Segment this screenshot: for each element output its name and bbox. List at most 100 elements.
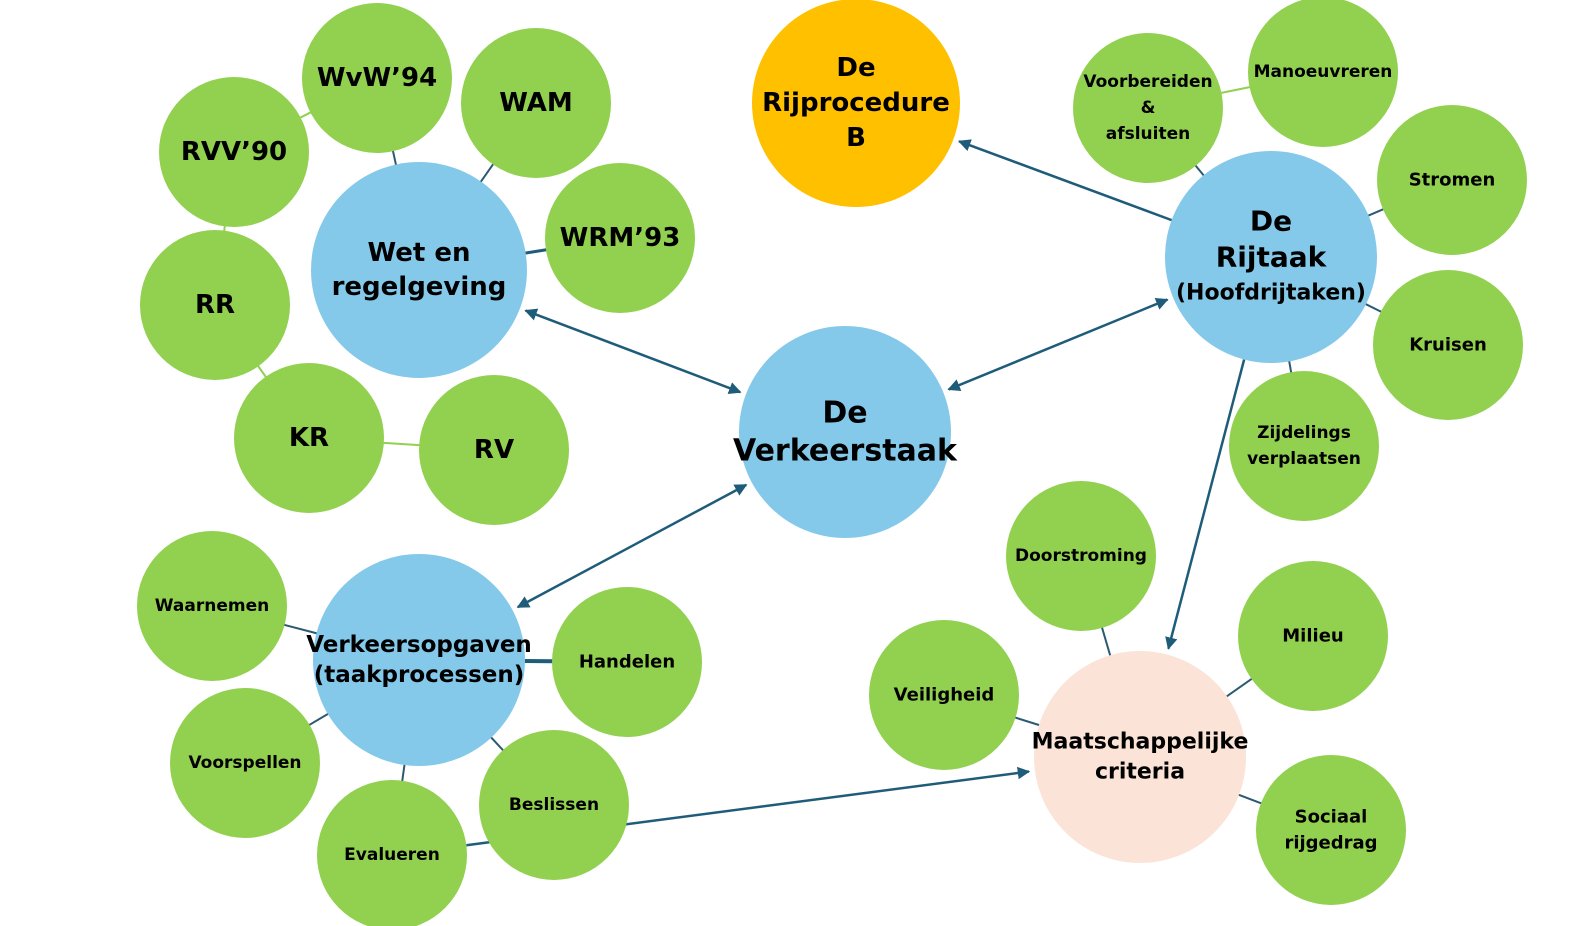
node-handelen: Handelen xyxy=(552,587,702,737)
connector-wam-wet xyxy=(479,162,495,184)
node-circle-maatschappelijk xyxy=(1034,651,1246,863)
node-label-wam: WAM xyxy=(499,88,573,118)
connector-kr-rv xyxy=(381,441,422,447)
node-label-maatschappelijk: criteria xyxy=(1095,760,1185,785)
node-label-beslissen: Beslissen xyxy=(509,795,599,815)
node-label-manoeuvreren: Manoeuvreren xyxy=(1254,62,1393,82)
node-label-kr: KR xyxy=(289,423,329,453)
node-circle-rvv xyxy=(159,77,309,227)
node-circle-veiligheid xyxy=(869,620,1019,770)
node-kruisen: Kruisen xyxy=(1373,270,1523,420)
arrow-rijtaak-maatschappelijk xyxy=(1165,359,1246,650)
node-veiligheid: Veiligheid xyxy=(869,620,1019,770)
node-label-rijprocedure: B xyxy=(846,123,866,153)
node-label-waarnemen: Waarnemen xyxy=(155,596,269,616)
node-label-voorbereiden: & xyxy=(1141,98,1156,118)
node-label-zijdelings: Zijdelings xyxy=(1257,423,1351,443)
node-label-sociaal: rijgedrag xyxy=(1284,833,1377,854)
connector-kruisen-rijtaak xyxy=(1363,302,1384,314)
node-circle-voorbereiden xyxy=(1073,33,1223,183)
node-label-verkeersopgaven: (taakprocessen) xyxy=(314,662,525,688)
node-label-maatschappelijk: Maatschappelijke xyxy=(1032,730,1249,755)
node-label-rijtaak: (Hoofdrijtaken) xyxy=(1176,281,1366,306)
node-rvv: RVV’90 xyxy=(159,77,309,227)
connector-voorbereiden-rijtaak xyxy=(1193,163,1206,178)
node-label-milieu: Milieu xyxy=(1282,626,1343,647)
node-circle-verkeerstaak xyxy=(739,326,951,538)
node-circle-doorstroming xyxy=(1006,481,1156,631)
arrow-rijtaak-rijprocedure xyxy=(957,139,1173,222)
node-label-sociaal: Sociaal xyxy=(1295,807,1368,828)
node-label-rijprocedure: Rijprocedure xyxy=(762,88,950,118)
node-rv: RV xyxy=(419,375,569,525)
node-circle-rr xyxy=(140,230,290,380)
node-evalueren: Evalueren xyxy=(317,780,467,926)
arrow-verkeerstaak-rijtaak xyxy=(947,298,1169,391)
node-label-verkeerstaak: De xyxy=(822,396,867,431)
node-circle-kr xyxy=(234,363,384,513)
node-label-rvv: RVV’90 xyxy=(181,137,287,167)
node-waarnemen: Waarnemen xyxy=(137,531,287,681)
node-circle-beslissen xyxy=(479,730,629,880)
node-sociaal: Sociaal rijgedrag xyxy=(1256,755,1406,905)
node-voorbereiden: Voorbereiden & afsluiten xyxy=(1073,33,1223,183)
node-label-doorstroming: Doorstroming xyxy=(1015,546,1147,566)
node-beslissen: Beslissen xyxy=(479,730,629,880)
connector-beslissen-verkeersopgaven xyxy=(489,735,505,753)
node-label-wrm: WRM’93 xyxy=(560,223,681,253)
node-circle-voorspellen xyxy=(170,688,320,838)
node-label-rv: RV xyxy=(474,435,514,465)
node-label-kruisen: Kruisen xyxy=(1409,335,1487,356)
node-milieu: Milieu xyxy=(1238,561,1388,711)
connector-voorspellen-verkeersopgaven xyxy=(307,712,331,727)
connector-milieu-maatschappelijk xyxy=(1224,677,1254,699)
connector-wvw-rvv xyxy=(298,110,313,120)
node-label-wet: Wet en xyxy=(367,238,470,268)
connector-veiligheid-maatschappelijk xyxy=(1013,716,1042,727)
node-label-zijdelings: verplaatsen xyxy=(1247,449,1361,469)
node-label-veiligheid: Veiligheid xyxy=(894,685,995,706)
node-label-rr: RR xyxy=(195,290,235,320)
node-kr: KR xyxy=(234,363,384,513)
node-label-rijprocedure: De xyxy=(836,53,875,83)
node-circle-manoeuvreren xyxy=(1248,0,1398,147)
node-circle-kruisen xyxy=(1373,270,1523,420)
node-label-rijtaak: Rijtaak xyxy=(1216,241,1328,274)
node-label-voorbereiden: Voorbereiden xyxy=(1083,72,1212,92)
connector-sociaal-maatschappelijk xyxy=(1236,793,1264,805)
connector-rr-kr xyxy=(256,364,268,379)
node-circle-rv xyxy=(419,375,569,525)
node-circle-wet xyxy=(311,162,527,378)
node-label-handelen: Handelen xyxy=(579,652,675,673)
node-circle-wrm xyxy=(545,163,695,313)
connector-doorstroming-maatschappelijk xyxy=(1100,625,1112,658)
node-circle-wam xyxy=(461,28,611,178)
node-label-verkeersopgaven: Verkeersopgaven xyxy=(306,632,532,658)
node-label-rijtaak: De xyxy=(1250,205,1292,238)
node-circle-evalueren xyxy=(317,780,467,926)
connector-zijdelings-rijtaak xyxy=(1287,359,1293,375)
node-circle-sociaal xyxy=(1256,755,1406,905)
node-circle-milieu xyxy=(1238,561,1388,711)
arrow-verkeersopgaven-verkeerstaak xyxy=(516,483,748,609)
node-label-voorspellen: Voorspellen xyxy=(188,753,301,773)
node-wrm: WRM’93 xyxy=(545,163,695,313)
arrow-wet-verkeerstaak xyxy=(524,308,742,395)
node-label-voorbereiden: afsluiten xyxy=(1106,124,1191,144)
connector-voorbereiden-manoeuvreren xyxy=(1219,85,1252,95)
node-doorstroming: Doorstroming xyxy=(1006,481,1156,631)
node-circle-rijprocedure xyxy=(752,0,960,207)
node-circle-verkeersopgaven xyxy=(313,554,525,766)
node-stromen: Stromen xyxy=(1377,105,1527,255)
node-circle-zijdelings xyxy=(1229,371,1379,521)
node-label-evalueren: Evalueren xyxy=(344,845,440,865)
node-circle-handelen xyxy=(552,587,702,737)
node-manoeuvreren: Manoeuvreren xyxy=(1248,0,1398,147)
node-verkeersopgaven: Verkeersopgaven (taakprocessen) xyxy=(306,554,532,766)
connector-evalueren-verkeersopgaven xyxy=(401,762,406,783)
